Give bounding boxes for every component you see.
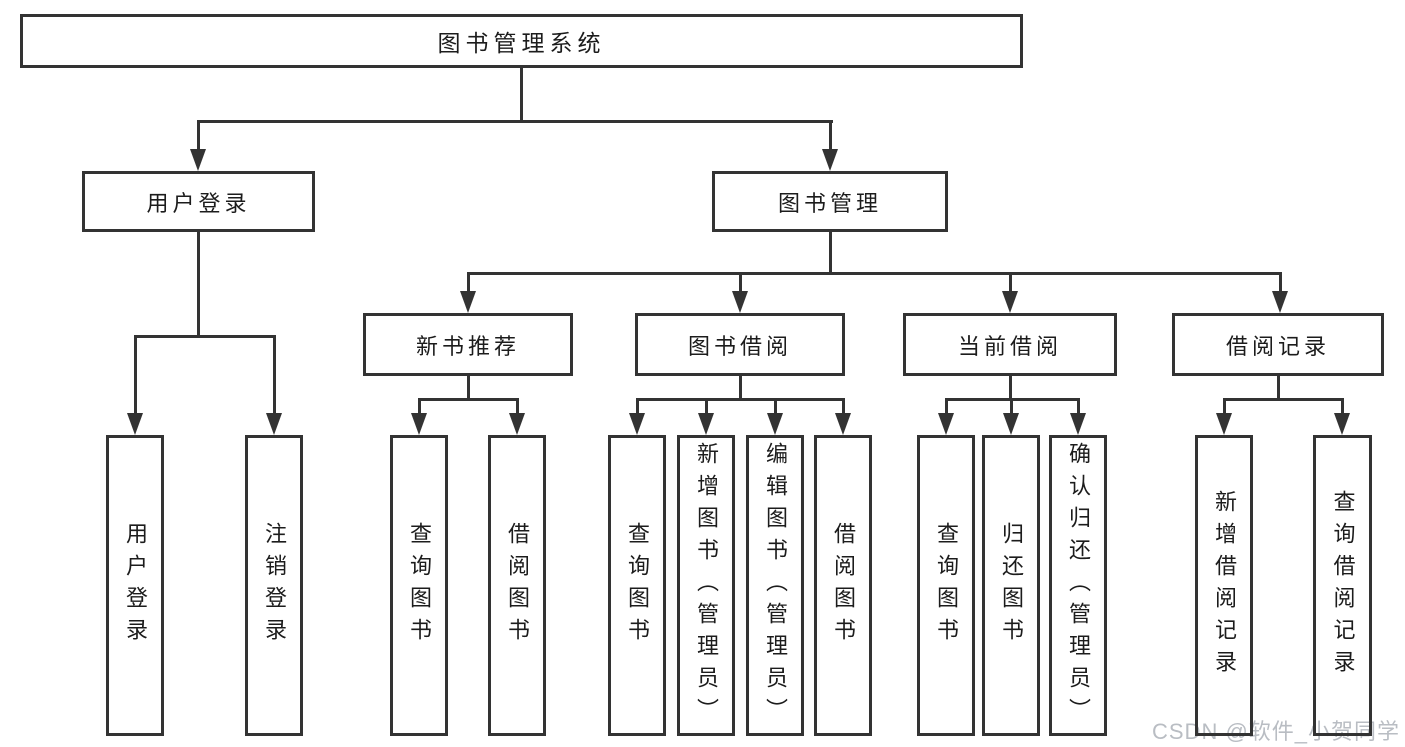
- leaf-edit-books-admin: 编辑图书（管理员）: [746, 435, 804, 736]
- node-book-management: 图书管理: [712, 171, 948, 232]
- connector-line: [829, 232, 832, 275]
- connector-line: [516, 398, 519, 416]
- connector-line: [739, 272, 742, 294]
- connector-line: [636, 398, 639, 416]
- connector-line: [636, 398, 845, 401]
- arrow-down-icon: [1334, 413, 1350, 435]
- arrow-down-icon: [1272, 291, 1288, 313]
- leaf-logout: 注销登录: [245, 435, 303, 736]
- arrow-down-icon: [1003, 413, 1019, 435]
- node-user-login: 用户登录: [82, 171, 315, 232]
- node-current-borrow: 当前借阅: [903, 313, 1117, 376]
- connector-line: [739, 375, 742, 401]
- arrow-down-icon: [1070, 413, 1086, 435]
- leaf-borrow-books: 借阅图书: [814, 435, 872, 736]
- connector-line: [197, 120, 200, 152]
- csdn-watermark: CSDN @软件_小贺同学: [1152, 719, 1401, 744]
- connector-line: [829, 120, 832, 152]
- arrow-down-icon: [835, 413, 851, 435]
- leaf-add-borrow-record: 新增借阅记录: [1195, 435, 1253, 736]
- leaf-label: 确认归还（管理员）: [1066, 441, 1091, 730]
- connector-line: [418, 398, 519, 401]
- connector-line: [134, 335, 137, 417]
- leaf-query-books-current: 查询图书: [917, 435, 975, 736]
- leaf-confirm-return-admin: 确认归还（管理员）: [1049, 435, 1107, 736]
- connector-line: [1277, 375, 1280, 401]
- leaf-label: 查询图书: [934, 521, 959, 650]
- node-root-system: 图书管理系统: [20, 14, 1023, 68]
- connector-line: [842, 398, 845, 416]
- leaf-query-borrow-record: 查询借阅记录: [1313, 435, 1372, 736]
- connector-line: [774, 398, 777, 416]
- leaf-label: 用户登录: [123, 521, 148, 650]
- arrow-down-icon: [127, 413, 143, 435]
- arrow-down-icon: [698, 413, 714, 435]
- connector-line: [134, 335, 276, 338]
- leaf-label: 新增借阅记录: [1212, 489, 1237, 682]
- connector-line: [467, 375, 470, 401]
- leaf-label: 注销登录: [262, 521, 287, 650]
- connector-line: [467, 272, 1281, 275]
- connector-line: [1010, 398, 1013, 416]
- connector-line: [197, 120, 833, 123]
- node-borrow-records: 借阅记录: [1172, 313, 1384, 376]
- arrow-down-icon: [822, 149, 838, 171]
- arrow-down-icon: [460, 291, 476, 313]
- node-new-book-recommend: 新书推荐: [363, 313, 573, 376]
- connector-line: [520, 68, 523, 122]
- arrow-down-icon: [1002, 291, 1018, 313]
- leaf-return-books: 归还图书: [982, 435, 1040, 736]
- connector-line: [1223, 398, 1344, 401]
- arrow-down-icon: [266, 413, 282, 435]
- leaf-add-books-admin: 新增图书（管理员）: [677, 435, 735, 736]
- arrow-down-icon: [190, 149, 206, 171]
- leaf-label: 查询图书: [407, 521, 432, 650]
- leaf-label: 编辑图书（管理员）: [763, 441, 788, 730]
- arrow-down-icon: [767, 413, 783, 435]
- connector-line: [418, 398, 421, 416]
- arrow-down-icon: [411, 413, 427, 435]
- connector-line: [1341, 398, 1344, 416]
- leaf-user-login: 用户登录: [106, 435, 164, 736]
- leaf-query-books-borrow: 查询图书: [608, 435, 666, 736]
- arrow-down-icon: [1216, 413, 1232, 435]
- leaf-label: 新增图书（管理员）: [694, 441, 719, 730]
- leaf-label: 查询借阅记录: [1330, 489, 1356, 682]
- leaf-label: 借阅图书: [831, 521, 856, 650]
- connector-line: [1077, 398, 1080, 416]
- connector-line: [273, 335, 276, 417]
- node-book-borrow: 图书借阅: [635, 313, 845, 376]
- leaf-label: 借阅图书: [505, 521, 530, 650]
- arrow-down-icon: [938, 413, 954, 435]
- connector-line: [1279, 272, 1282, 294]
- connector-line: [467, 272, 470, 294]
- connector-line: [1009, 272, 1012, 294]
- connector-line: [705, 398, 708, 416]
- arrow-down-icon: [629, 413, 645, 435]
- connector-line: [197, 232, 200, 338]
- connector-line: [1009, 375, 1012, 401]
- arrow-down-icon: [732, 291, 748, 313]
- leaf-label: 归还图书: [999, 521, 1024, 650]
- leaf-label: 查询图书: [625, 521, 650, 650]
- arrow-down-icon: [509, 413, 525, 435]
- connector-line: [945, 398, 948, 416]
- connector-line: [1223, 398, 1226, 416]
- leaf-query-books-recommend: 查询图书: [390, 435, 448, 736]
- leaf-borrow-books-recommend: 借阅图书: [488, 435, 546, 736]
